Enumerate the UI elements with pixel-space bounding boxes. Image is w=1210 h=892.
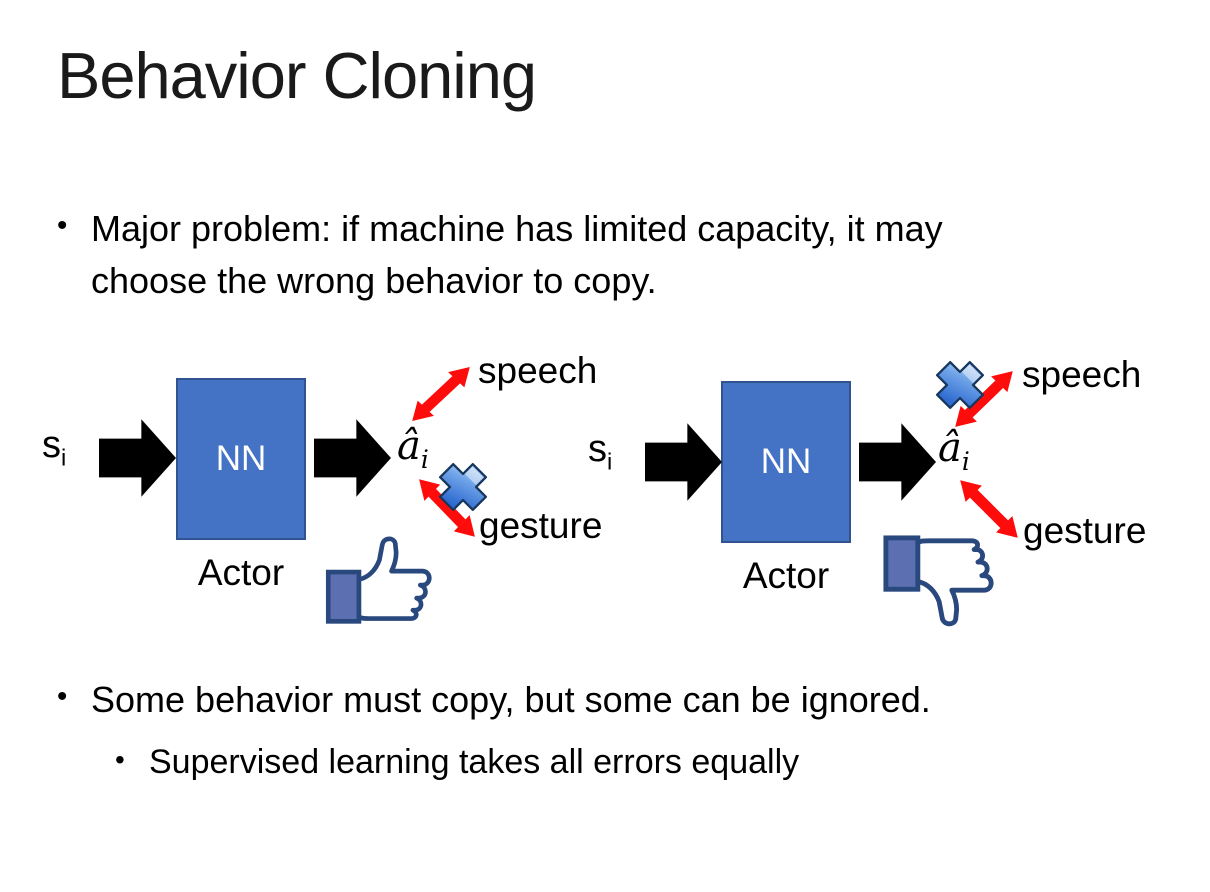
bullet-supervised-learning: • Supervised learning takes all errors e… <box>115 738 1115 787</box>
nn-box-left: NN <box>176 378 306 540</box>
action-label-left: âi <box>397 426 429 473</box>
action-symbol: â <box>397 423 421 469</box>
bullet-marker: • <box>57 209 68 242</box>
state-label-left: si <box>42 426 66 470</box>
cross-icon <box>430 454 496 520</box>
gesture-label-left: gesture <box>479 505 603 546</box>
state-symbol: s <box>588 428 607 470</box>
thumbs-up-icon <box>322 533 448 626</box>
gesture-label-right: gesture <box>1023 510 1147 551</box>
cross-icon <box>927 352 993 418</box>
state-subscript: i <box>607 448 613 475</box>
block-arrow-icon <box>645 418 722 506</box>
state-label-right: si <box>588 430 612 474</box>
actor-label-right: Actor <box>742 555 830 596</box>
thumbs-down-icon <box>882 533 1008 630</box>
actor-label-left: Actor <box>197 552 285 593</box>
block-arrow-icon <box>314 414 391 502</box>
state-subscript: i <box>61 444 67 471</box>
bullet-marker: • <box>115 744 125 775</box>
action-label-right: âi <box>938 428 970 475</box>
speech-label-left: speech <box>478 350 598 391</box>
action-subscript: i <box>420 445 429 474</box>
nn-box-right: NN <box>721 381 851 543</box>
double-arrow-gesture-icon <box>957 477 1021 541</box>
bullet-text: Supervised learning takes all errors equ… <box>149 743 800 781</box>
action-subscript: i <box>961 447 970 476</box>
double-arrow-speech-icon <box>409 364 473 424</box>
bullet-major-problem: • Major problem: if machine has limited … <box>57 203 1027 307</box>
page-title: Behavior Cloning <box>57 39 537 112</box>
bullet-text: Major problem: if machine has limited ca… <box>91 208 943 301</box>
nn-label: NN <box>215 439 267 478</box>
block-arrow-icon <box>859 418 936 506</box>
bullet-text: Some behavior must copy, but some can be… <box>91 679 931 720</box>
bullet-some-behavior: • Some behavior must copy, but some can … <box>57 674 1137 726</box>
bullet-marker: • <box>57 680 68 713</box>
block-arrow-icon <box>99 414 176 502</box>
state-symbol: s <box>42 424 61 466</box>
nn-label: NN <box>760 442 812 481</box>
action-symbol: â <box>938 425 962 471</box>
speech-label-right: speech <box>1022 354 1142 395</box>
